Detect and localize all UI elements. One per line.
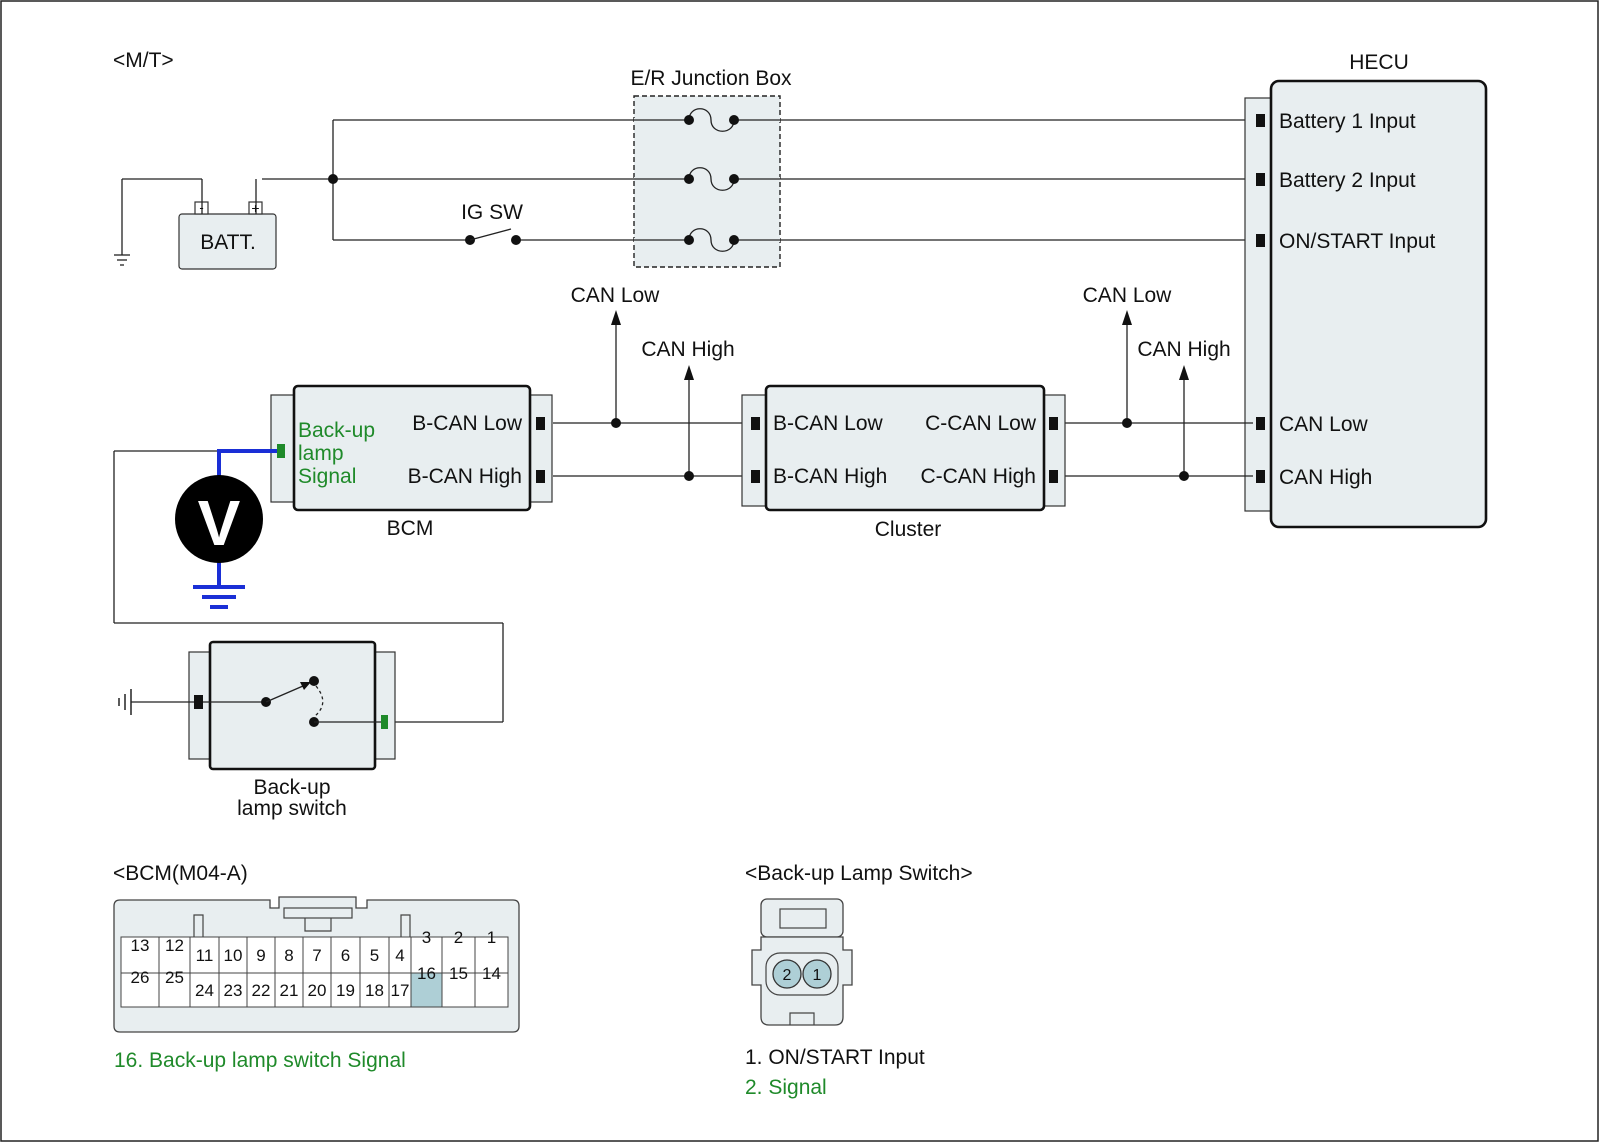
bcm-pin-label: 22 bbox=[252, 981, 271, 1000]
switch-pin-2: 2 bbox=[783, 967, 792, 984]
bcm-pin-label: 17 bbox=[391, 981, 410, 1000]
backup-switch-title-1: Back-up bbox=[253, 776, 330, 799]
bcm-pin-label: 1 bbox=[487, 928, 496, 947]
cluster-title: Cluster bbox=[875, 518, 942, 541]
bcm-pin-label: 21 bbox=[280, 981, 299, 1000]
fuse-2 bbox=[634, 167, 780, 191]
bcm-pin-cell bbox=[474, 972, 509, 1008]
bcm-pin-cell bbox=[330, 972, 361, 1008]
bcm-pin-label: 4 bbox=[395, 946, 404, 965]
bcm-pin-cell bbox=[441, 972, 476, 1008]
bcm-pin-label: 13 bbox=[131, 936, 150, 955]
hecu-on-start-input: ON/START Input bbox=[1279, 230, 1436, 253]
cluster-c-can-low: C-CAN Low bbox=[925, 412, 1037, 435]
switch-connector: <Back-up Lamp Switch> 2 1 1. ON/START In… bbox=[745, 862, 973, 1099]
can-bus-wiring: CAN Low CAN High CAN Low CAN High bbox=[553, 284, 1253, 481]
bcm-pin-cell bbox=[189, 936, 220, 974]
bcm-pin-label: 15 bbox=[449, 964, 468, 983]
bcm-b-can-low: B-CAN Low bbox=[412, 412, 523, 435]
hecu-can-high: CAN High bbox=[1279, 466, 1372, 489]
hecu-battery-1-input: Battery 1 Input bbox=[1279, 110, 1416, 133]
can-tap-right-low: CAN Low bbox=[1083, 284, 1173, 307]
cluster-c-can-high: C-CAN High bbox=[920, 465, 1036, 488]
bcm-pin-label: 8 bbox=[284, 946, 293, 965]
cluster-b-can-low: B-CAN Low bbox=[773, 412, 884, 435]
bcm-pin-label: 26 bbox=[131, 968, 150, 987]
bcm-pin-cell bbox=[274, 972, 304, 1008]
battery-plus: + bbox=[251, 200, 259, 216]
hecu-battery-2-input: Battery 2 Input bbox=[1279, 169, 1416, 192]
bcm-title: BCM bbox=[387, 517, 434, 540]
bcm-pin-label: 16 bbox=[417, 964, 436, 983]
bcm-pin-label: 5 bbox=[370, 946, 379, 965]
bcm-pin-cell bbox=[474, 936, 509, 974]
bcm-pin-label: 10 bbox=[224, 946, 243, 965]
bcm-pin-label: 6 bbox=[341, 946, 350, 965]
backup-lamp-switch: Back-up lamp switch bbox=[118, 640, 396, 820]
bcm-signal-label-2: lamp bbox=[298, 442, 344, 465]
bcm-pin-label: 25 bbox=[165, 968, 184, 987]
can-tap-right-high: CAN High bbox=[1137, 338, 1230, 361]
bcm-module: Back-up lamp Signal B-CAN Low B-CAN High… bbox=[270, 384, 553, 540]
hecu-title: HECU bbox=[1349, 51, 1409, 74]
bcm-pin-label: 18 bbox=[365, 981, 384, 1000]
bcm-pin-cell bbox=[246, 936, 276, 974]
cluster-b-can-high: B-CAN High bbox=[773, 465, 887, 488]
battery-minus: - bbox=[199, 200, 203, 215]
bcm-pin-label: 7 bbox=[312, 946, 321, 965]
bcm-pin-cell bbox=[120, 936, 160, 974]
bcm-pin-label: 24 bbox=[195, 981, 214, 1000]
switch-pin-1: 1 bbox=[813, 967, 822, 984]
fuse-3 bbox=[634, 228, 780, 252]
junction-box: E/R Junction Box bbox=[630, 67, 792, 268]
fuse-1 bbox=[634, 108, 780, 132]
switch-connector-title: <Back-up Lamp Switch> bbox=[745, 862, 973, 885]
bcm-pin-label: 2 bbox=[454, 928, 463, 947]
bcm-pin-cell bbox=[189, 972, 220, 1008]
switch-legend-2: 2. Signal bbox=[745, 1076, 827, 1099]
bcm-pin-label: 3 bbox=[422, 928, 431, 947]
can-tap-left-low: CAN Low bbox=[571, 284, 661, 307]
switch-legend-1: 1. ON/START Input bbox=[745, 1046, 925, 1069]
bcm-signal-label-3: Signal bbox=[298, 465, 356, 488]
bcm-b-can-high: B-CAN High bbox=[408, 465, 522, 488]
bcm-connector-legend: 16. Back-up lamp switch Signal bbox=[114, 1049, 406, 1072]
cluster-module: B-CAN Low B-CAN High C-CAN Low C-CAN Hig… bbox=[741, 384, 1066, 541]
bcm-pin-label: 11 bbox=[196, 946, 214, 965]
bcm-pin-label: 9 bbox=[256, 946, 265, 965]
backup-switch-title-2: lamp switch bbox=[237, 797, 347, 820]
can-tap-left-high: CAN High bbox=[641, 338, 734, 361]
bcm-pin-cell bbox=[302, 972, 332, 1008]
bcm-pin-label: 23 bbox=[224, 981, 243, 1000]
bcm-pin-label: 20 bbox=[308, 981, 327, 1000]
voltmeter: V bbox=[175, 444, 285, 609]
bcm-connector-title: <BCM(M04-A) bbox=[113, 862, 248, 885]
hecu-can-low: CAN Low bbox=[1279, 413, 1369, 436]
bcm-pin-cell bbox=[246, 972, 276, 1008]
bcm-pin-label: 12 bbox=[165, 936, 184, 955]
ignition-label: IG SW bbox=[461, 201, 523, 224]
battery: - + BATT. bbox=[178, 179, 277, 270]
battery-label: BATT. bbox=[200, 231, 256, 254]
bcm-signal-label-1: Back-up bbox=[298, 419, 375, 442]
hecu-module: HECU Battery 1 Input Battery 2 Input ON/… bbox=[1244, 51, 1488, 529]
bcm-pin-label: 14 bbox=[482, 964, 501, 983]
bcm-pin-label: 19 bbox=[336, 981, 355, 1000]
junction-box-title: E/R Junction Box bbox=[630, 67, 792, 90]
ignition-switch: IG SW bbox=[461, 201, 523, 245]
variant-label: <M/T> bbox=[113, 49, 174, 72]
voltmeter-symbol: V bbox=[198, 487, 241, 559]
bcm-pin-cell bbox=[120, 972, 160, 1008]
